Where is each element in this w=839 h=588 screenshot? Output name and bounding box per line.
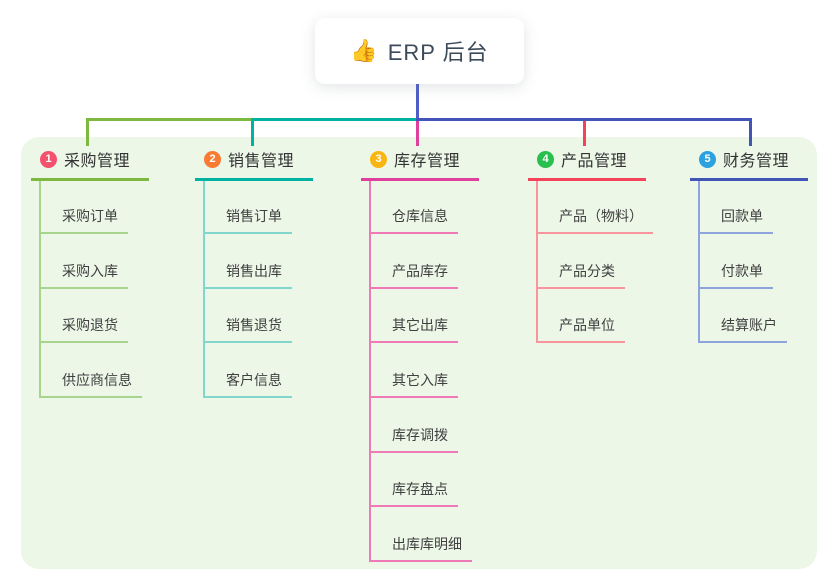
child-node[interactable]: 供应商信息 [41,343,142,399]
branch-number-badge: 1 [40,150,57,168]
branch-number-badge: 3 [370,150,387,168]
child-node[interactable]: 出库库明细 [371,507,472,563]
child-node-label: 销售出库 [226,262,282,279]
child-node[interactable]: 回款单 [700,181,773,234]
branch-children: 采购订单采购入库采购退货供应商信息 [39,181,142,399]
branch-drop-line-1 [86,118,89,146]
child-node[interactable]: 采购订单 [41,181,128,234]
child-node[interactable]: 其它出库 [371,289,458,344]
bus-line-middle [251,118,418,121]
branch-header-1[interactable]: 1 采购管理 [31,147,149,181]
branch-label: 产品管理 [561,153,628,170]
child-node-label: 销售退货 [226,317,282,334]
child-node[interactable]: 产品单位 [538,289,625,344]
child-node[interactable]: 库存盘点 [371,453,458,508]
child-node-label: 销售订单 [226,208,282,224]
branch-3: 3 库存管理仓库信息产品库存其它出库其它入库库存调拨库存盘点出库库明细 [361,147,479,563]
branch-drop-line-5 [749,118,752,146]
child-node[interactable]: 仓库信息 [371,181,458,234]
child-node[interactable]: 结算账户 [700,289,787,344]
branch-drop-line-3 [416,121,419,146]
root-title: ERP 后台 [387,40,489,65]
root-node[interactable]: 👍 ERP 后台 [315,18,524,84]
branch-number-badge: 4 [537,150,554,168]
child-node[interactable]: 产品库存 [371,234,458,289]
child-node-label: 回款单 [721,208,763,224]
branch-children: 回款单付款单结算账户 [698,181,787,344]
branch-2: 2 销售管理销售订单销售出库销售退货客户信息 [195,147,313,399]
child-node[interactable]: 付款单 [700,234,773,289]
child-node[interactable]: 客户信息 [205,343,292,399]
child-node[interactable]: 销售退货 [205,289,292,344]
thumbs-up-icon: 👍 [350,38,378,63]
child-node-label: 其它入库 [392,372,448,389]
branch-5: 5 财务管理回款单付款单结算账户 [690,147,808,344]
bus-line-left [86,118,253,121]
child-node[interactable]: 采购入库 [41,234,128,289]
branch-number-badge: 2 [204,150,221,168]
child-node-label: 产品（物料） [559,208,643,224]
branch-drop-line-2 [251,118,254,146]
child-node[interactable]: 产品分类 [538,234,625,289]
branches-panel [21,137,817,569]
child-node-label: 采购订单 [62,208,118,224]
child-node-label: 采购入库 [62,262,118,279]
child-node-label: 付款单 [721,262,763,279]
branch-header-5[interactable]: 5 财务管理 [690,147,808,181]
child-node-label: 产品库存 [392,262,448,279]
branch-header-4[interactable]: 4 产品管理 [528,147,646,181]
branch-label: 财务管理 [723,153,790,170]
branch-children: 仓库信息产品库存其它出库其它入库库存调拨库存盘点出库库明细 [369,181,472,563]
child-node-label: 出库库明细 [392,536,462,553]
bus-line-right [416,118,752,121]
child-node[interactable]: 销售出库 [205,234,292,289]
child-node-label: 供应商信息 [62,372,132,389]
child-node-label: 产品分类 [559,262,615,279]
branch-children: 产品（物料） 产品分类产品单位 [536,181,653,344]
child-node[interactable]: 库存调拨 [371,398,458,453]
child-node-label: 库存盘点 [392,481,448,498]
child-node[interactable]: 产品（物料） [538,181,653,234]
branch-number-badge: 5 [699,150,716,168]
branch-4: 4 产品管理产品（物料） 产品分类产品单位 [528,147,653,344]
child-node[interactable]: 销售订单 [205,181,292,234]
branch-1: 1 采购管理采购订单采购入库采购退货供应商信息 [31,147,149,399]
branch-header-2[interactable]: 2 销售管理 [195,147,313,181]
child-node-label: 结算账户 [721,317,777,334]
child-node-label: 仓库信息 [392,208,448,224]
child-node-label: 产品单位 [559,317,615,334]
branch-drop-line-4 [583,121,586,146]
child-node[interactable]: 其它入库 [371,343,458,399]
child-node[interactable]: 采购退货 [41,289,128,344]
child-node-label: 其它出库 [392,317,448,334]
branch-header-3[interactable]: 3 库存管理 [361,147,479,181]
child-node-label: 客户信息 [226,372,282,389]
child-node-label: 采购退货 [62,317,118,334]
root-drop-line [416,84,419,121]
branch-children: 销售订单销售出库销售退货客户信息 [203,181,292,399]
branch-label: 销售管理 [228,153,295,170]
branch-label: 库存管理 [394,153,461,170]
branch-label: 采购管理 [64,153,131,170]
child-node-label: 库存调拨 [392,426,448,443]
